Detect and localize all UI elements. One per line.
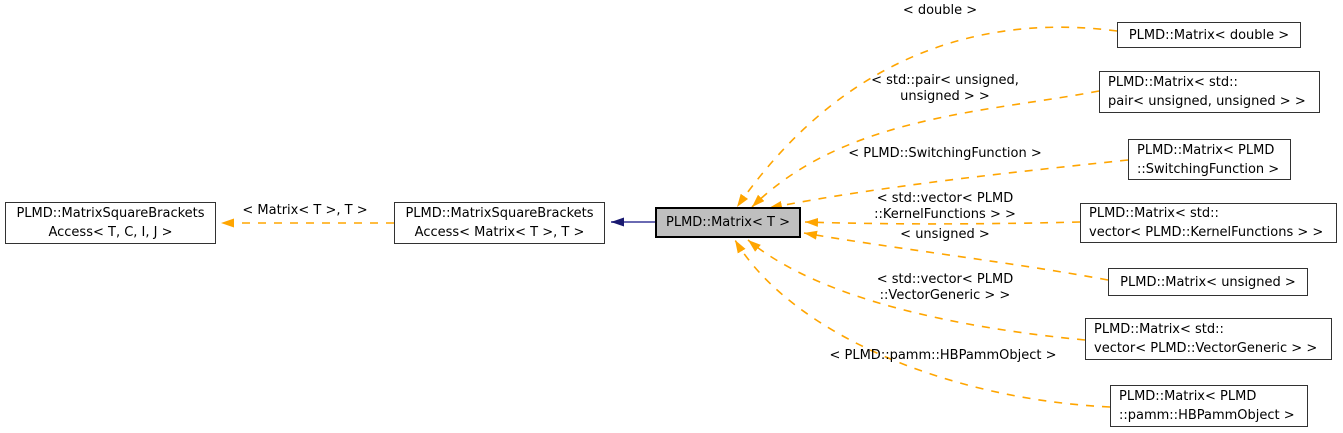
edge-label-switching-args: < PLMD::SwitchingFunction > — [845, 146, 1045, 162]
template-edge-kernel — [804, 217, 1081, 227]
class-name-line: PLMD::Matrix< T > — [666, 215, 790, 230]
class-name-line: PLMD::MatrixSquareBrackets — [405, 206, 594, 221]
template-edge-double — [736, 26, 1118, 208]
class-node-matrix-kernelfunctions[interactable]: PLMD::Matrix< std:: vector< PLMD::Kernel… — [1080, 203, 1337, 243]
edge-label-line: ::VectorGeneric > > — [879, 288, 1011, 303]
edge-label-line: ::KernelFunctions > > — [874, 207, 1016, 222]
class-name-line: vector< PLMD::KernelFunctions > > — [1089, 225, 1324, 240]
edge-label-kernel-args: < std::vector< PLMD ::KernelFunctions > … — [860, 191, 1030, 223]
edge-label-hbpamm-args: < PLMD::pamm::HBPammObject > — [828, 348, 1058, 364]
edge-label-line: < PLMD::pamm::HBPammObject > — [829, 348, 1057, 363]
class-node-access-matrix-t[interactable]: PLMD::MatrixSquareBrackets Access< Matri… — [394, 202, 605, 244]
template-edge-switching — [768, 159, 1129, 210]
class-node-matrix-unsigned[interactable]: PLMD::Matrix< unsigned > — [1108, 268, 1308, 296]
edge-label-double-args: < double > — [880, 3, 1000, 19]
edge-label-line: < unsigned > — [900, 227, 990, 242]
class-name-line: ::pamm::HBPammObject > — [1119, 408, 1295, 423]
class-node-matrix-pair[interactable]: PLMD::Matrix< std:: pair< unsigned, unsi… — [1099, 71, 1320, 113]
edge-label-pair-args: < std::pair< unsigned, unsigned > > — [860, 73, 1030, 105]
class-name-line: PLMD::Matrix< std:: — [1089, 206, 1219, 221]
edge-label-line: < std::pair< unsigned, — [871, 73, 1019, 88]
template-edge-hbpamm — [734, 239, 1111, 408]
class-name-line: Access< Matrix< T >, T > — [414, 225, 585, 240]
class-name-line: Access< T, C, I, J > — [48, 225, 173, 240]
class-name-line: PLMD::MatrixSquareBrackets — [16, 206, 205, 221]
edge-label-unsigned-args: < unsigned > — [885, 227, 1005, 243]
edge-label-line: < PLMD::SwitchingFunction > — [848, 146, 1042, 161]
class-node-matrix-switchingfunction[interactable]: PLMD::Matrix< PLMD ::SwitchingFunction > — [1128, 139, 1291, 180]
class-name-line: PLMD::Matrix< unsigned > — [1120, 274, 1296, 290]
class-name-line: pair< unsigned, unsigned > > — [1108, 94, 1306, 109]
edge-label-vectorgen-args: < std::vector< PLMD ::VectorGeneric > > — [860, 272, 1030, 304]
class-node-access-tcij[interactable]: PLMD::MatrixSquareBrackets Access< T, C,… — [5, 202, 216, 244]
class-node-matrix-hbpammobject[interactable]: PLMD::Matrix< PLMD ::pamm::HBPammObject … — [1110, 385, 1308, 427]
class-name-line: PLMD::Matrix< PLMD — [1119, 389, 1257, 404]
class-node-matrix-t-current: PLMD::Matrix< T > — [655, 207, 801, 238]
class-node-matrix-vectorgeneric[interactable]: PLMD::Matrix< std:: vector< PLMD::Vector… — [1085, 318, 1332, 360]
class-name-line: PLMD::Matrix< std:: — [1094, 322, 1224, 337]
edge-label-line: < Matrix< T >, T > — [242, 203, 368, 218]
edge-label-line: unsigned > > — [900, 89, 990, 104]
class-name-line: vector< PLMD::VectorGeneric > > — [1094, 341, 1318, 356]
edge-label-line: < double > — [902, 3, 978, 18]
class-name-line: PLMD::Matrix< double > — [1128, 27, 1290, 43]
class-node-matrix-double[interactable]: PLMD::Matrix< double > — [1117, 22, 1301, 48]
template-edge-vectorgen — [747, 239, 1086, 341]
edge-label-access-args: < Matrix< T >, T > — [235, 203, 375, 219]
class-name-line: ::SwitchingFunction > — [1137, 161, 1280, 177]
template-edge-pair — [751, 90, 1100, 208]
class-name-line: PLMD::Matrix< PLMD — [1137, 142, 1275, 158]
template-edge-unsigned — [803, 230, 1109, 281]
edge-label-line: < std::vector< PLMD — [876, 191, 1014, 206]
class-name-line: PLMD::Matrix< std:: — [1108, 75, 1238, 90]
edge-label-line: < std::vector< PLMD — [876, 272, 1014, 287]
